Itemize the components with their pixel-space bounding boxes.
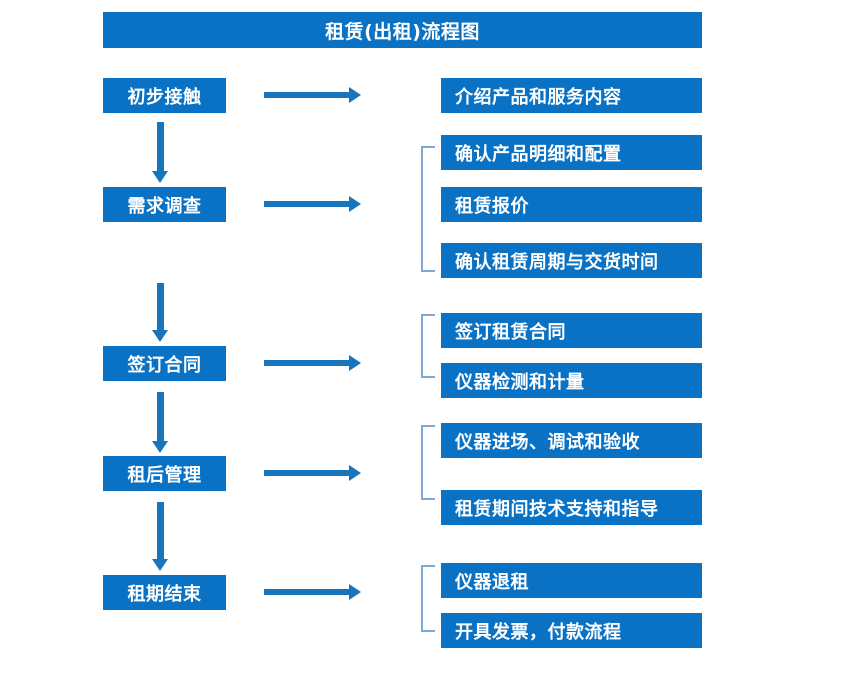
stage-box-qianding-hetong[interactable]: 签订合同 — [103, 346, 226, 381]
vertical-arrow-stage3-to-stage4 — [152, 392, 168, 453]
group-bracket-stage5 — [421, 565, 435, 632]
stage-box-xuqiu-diaocha[interactable]: 需求调查 — [103, 187, 226, 222]
stage-box-zuhou-guanli[interactable]: 租后管理 — [103, 456, 226, 491]
group-bracket-stage3 — [421, 314, 435, 378]
detail-box-stage4-1[interactable]: 仪器进场、调试和验收 — [441, 423, 702, 458]
vertical-arrow-stage4-to-stage5 — [152, 502, 168, 571]
horizontal-arrow-stage4 — [264, 465, 361, 481]
detail-box-stage3-2[interactable]: 仪器检测和计量 — [441, 363, 702, 398]
detail-box-stage2-2[interactable]: 租赁报价 — [441, 187, 702, 222]
stage-box-zuqi-jieshu[interactable]: 租期结束 — [103, 575, 226, 610]
detail-box-stage2-3[interactable]: 确认租赁周期与交货时间 — [441, 243, 702, 278]
detail-box-stage1-1[interactable]: 介绍产品和服务内容 — [441, 78, 702, 113]
diagram-title: 租赁(出租)流程图 — [103, 12, 702, 48]
detail-box-stage2-1[interactable]: 确认产品明细和配置 — [441, 135, 702, 170]
vertical-arrow-stage1-to-stage2 — [152, 122, 168, 183]
vertical-arrow-stage2-to-stage3 — [152, 283, 168, 342]
group-bracket-stage4 — [421, 425, 435, 500]
horizontal-arrow-stage2 — [264, 196, 361, 212]
detail-box-stage4-2[interactable]: 租赁期间技术支持和指导 — [441, 490, 702, 525]
stage-box-chubu-jiechu[interactable]: 初步接触 — [103, 78, 226, 113]
detail-box-stage5-2[interactable]: 开具发票，付款流程 — [441, 613, 702, 648]
horizontal-arrow-stage1 — [264, 87, 361, 103]
detail-box-stage5-1[interactable]: 仪器退租 — [441, 563, 702, 598]
horizontal-arrow-stage5 — [264, 584, 361, 600]
group-bracket-stage2 — [421, 146, 435, 272]
horizontal-arrow-stage3 — [264, 355, 361, 371]
detail-box-stage3-1[interactable]: 签订租赁合同 — [441, 313, 702, 348]
